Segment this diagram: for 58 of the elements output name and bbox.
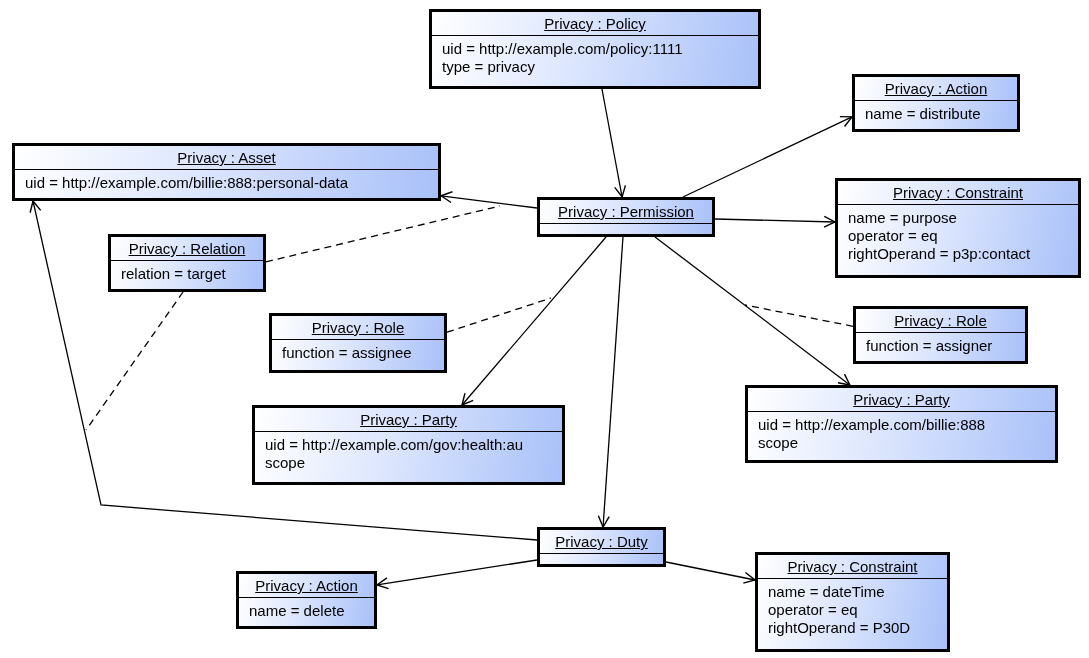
- attribute-text: scope: [265, 454, 307, 472]
- object-name: Privacy : Role: [311, 319, 405, 336]
- object-box: [537, 197, 715, 237]
- object-box: [252, 405, 565, 485]
- object-name: Privacy : Relation: [128, 240, 246, 257]
- association-arrow: [601, 88, 627, 198]
- attribute-text: uid = http://example.com/gov:health:au: [265, 436, 525, 454]
- association-class-link: [85, 291, 184, 431]
- attribute-text: operator = eq: [848, 227, 939, 245]
- association-arrow: [665, 561, 756, 584]
- object-box: [745, 385, 1058, 463]
- object-name: Privacy : Permission: [558, 203, 694, 220]
- association-arrow: [714, 215, 836, 228]
- attribute-text: uid = http://example.com/policy:1111: [442, 40, 684, 58]
- attribute-text: name = distribute: [865, 105, 982, 123]
- attribute-text: name = delete: [249, 602, 346, 620]
- object-box: [755, 552, 950, 652]
- attribute-text: rightOperand = P30D: [768, 619, 912, 637]
- attribute-text: function = assigner: [866, 337, 994, 355]
- object-name: Privacy : Party: [360, 411, 457, 428]
- object-box: [429, 9, 761, 89]
- attribute-text: relation = target: [121, 265, 227, 283]
- object-name: Privacy : Policy: [544, 15, 646, 32]
- association-arrow: [654, 236, 851, 386]
- object-box: [236, 571, 377, 629]
- association-arrow: [440, 191, 538, 209]
- association-class-link: [744, 304, 854, 327]
- attribute-text: function = assignee: [282, 344, 413, 362]
- object-name: Privacy : Action: [255, 577, 358, 594]
- attribute-text: operator = eq: [768, 601, 859, 619]
- object-box: [835, 178, 1081, 278]
- object-name: Privacy : Constraint: [892, 184, 1023, 201]
- attribute-text: rightOperand = p3p:contact: [848, 245, 1032, 263]
- association-arrow: [461, 236, 607, 406]
- association-arrow: [29, 200, 538, 541]
- object-box: [269, 313, 447, 373]
- object-box: [12, 143, 441, 201]
- association-class-link: [446, 297, 552, 333]
- object-name: Privacy : Constraint: [787, 558, 918, 575]
- attribute-text: scope: [758, 434, 800, 452]
- association-arrow: [682, 115, 853, 198]
- object-box: [108, 234, 266, 292]
- object-name: Privacy : Action: [884, 80, 988, 97]
- association-arrow: [597, 236, 624, 528]
- attribute-text: name = dateTime: [768, 583, 886, 601]
- object-box: [852, 74, 1020, 132]
- attribute-text: name = purpose: [848, 209, 958, 227]
- object-box: [537, 527, 666, 567]
- object-name: Privacy : Duty: [555, 533, 648, 550]
- association-arrow: [376, 559, 538, 590]
- association-class-link: [265, 205, 501, 263]
- attribute-text: uid = http://example.com/billie:888:personal-data: [25, 174, 350, 192]
- attribute-text: uid = http://example.com/billie:888: [758, 416, 987, 434]
- object-name: Privacy : Asset: [177, 149, 276, 166]
- attribute-text: type = privacy: [442, 58, 536, 76]
- object-name: Privacy : Party: [853, 391, 950, 408]
- object-name: Privacy : Role: [894, 312, 987, 329]
- object-box: [853, 306, 1028, 364]
